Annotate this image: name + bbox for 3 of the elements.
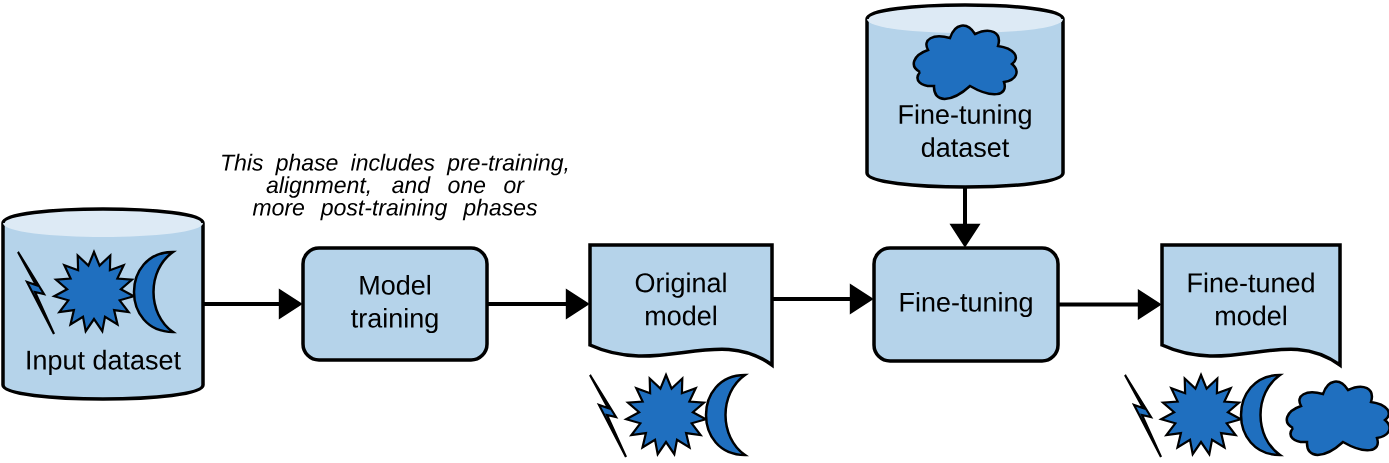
process-box: Fine-tuning [872,246,1060,363]
annotation-text: This phase includes pre-training, alignment, and one or more post-training phases [222,153,568,221]
process-box: Model training [301,246,489,362]
